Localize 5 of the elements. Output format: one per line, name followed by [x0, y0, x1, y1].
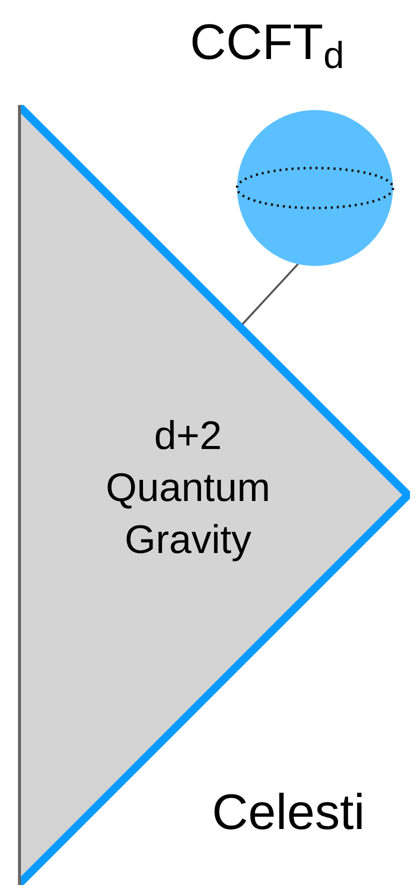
sphere-drawing — [235, 110, 395, 266]
sphere-caption: CCFT$_{d}$ — [190, 13, 344, 72]
region-label: d+2 Quantum Gravity — [104, 413, 272, 564]
triangle-region — [18, 105, 410, 885]
text-label: Celesti — [212, 783, 365, 842]
